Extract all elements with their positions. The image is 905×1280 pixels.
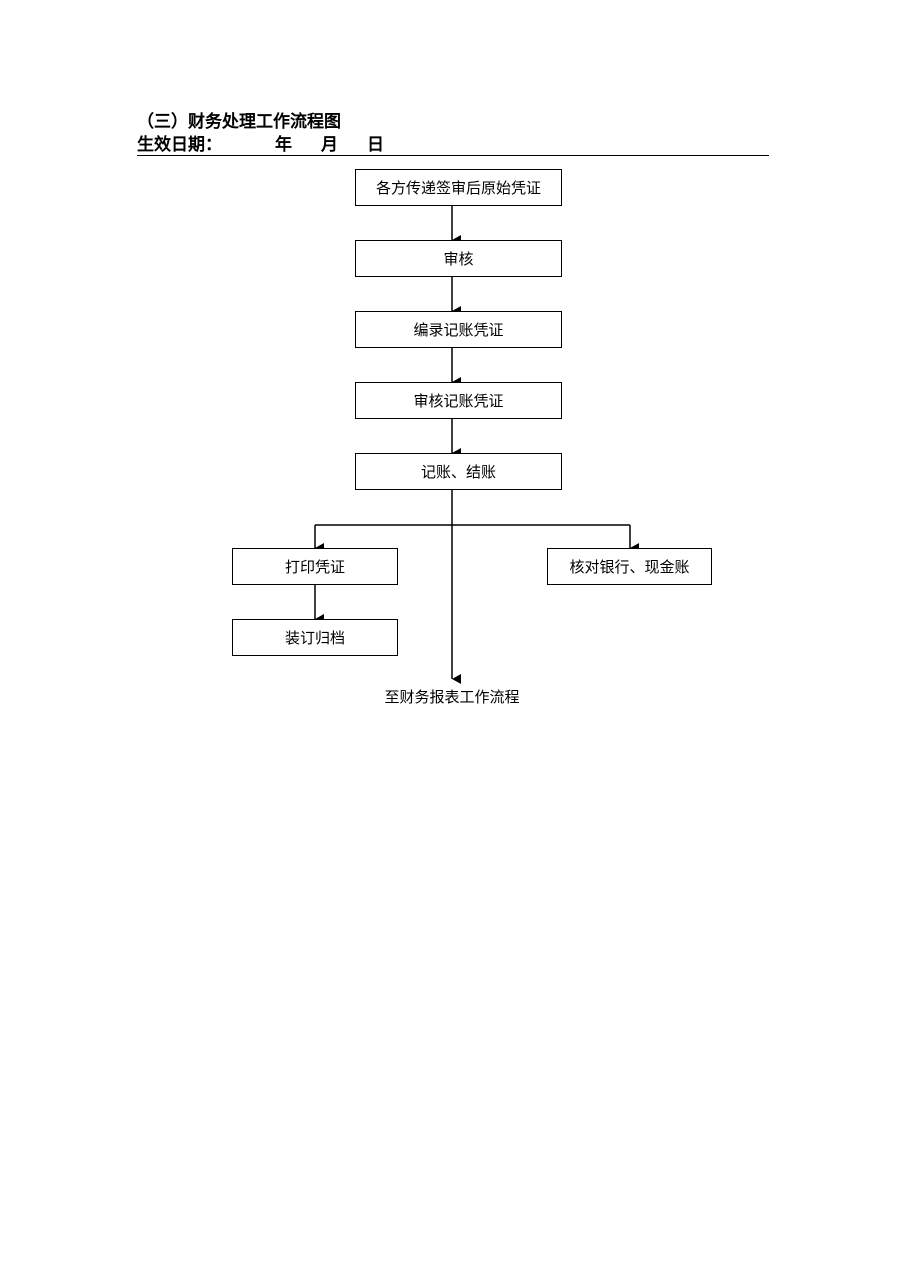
- step-prepare-vouchers: 编录记账凭证: [355, 311, 562, 348]
- header-underline: [137, 155, 769, 156]
- step-bookkeeping-closing: 记账、结账: [355, 453, 562, 490]
- step-review: 审核: [355, 240, 562, 277]
- end-label: 至财务报表工作流程: [384, 688, 520, 706]
- month-label: 月: [321, 135, 338, 155]
- step-reconcile-accounts: 核对银行、现金账: [547, 548, 712, 585]
- step-bind-archive: 装订归档: [232, 619, 398, 656]
- step-review-vouchers: 审核记账凭证: [355, 382, 562, 419]
- page-title: （三）财务处理工作流程图: [137, 112, 341, 132]
- effective-date-row: 生效日期： 年 月 日: [137, 135, 384, 235]
- day-label: 日: [367, 135, 384, 155]
- step-print-vouchers: 打印凭证: [232, 548, 398, 585]
- year-label: 年: [275, 135, 292, 155]
- effective-date-label: 生效日期：: [137, 135, 222, 155]
- step-original-vouchers: 各方传递签审后原始凭证: [355, 169, 562, 206]
